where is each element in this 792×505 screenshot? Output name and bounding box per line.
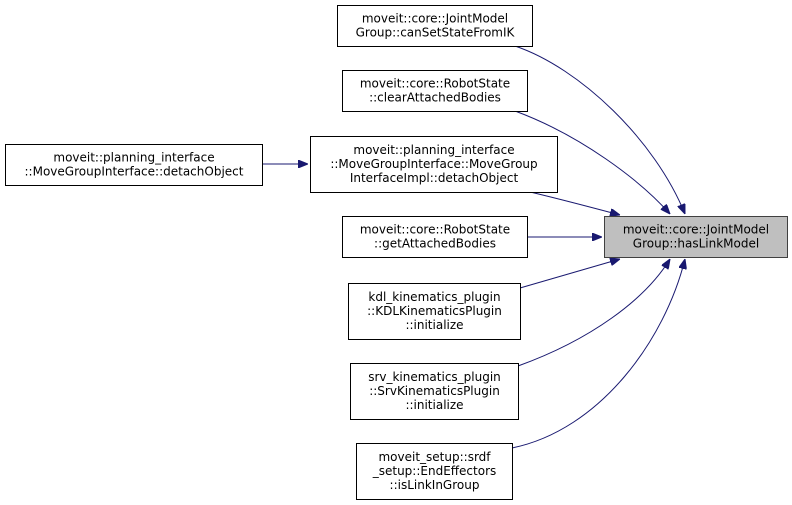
node-label-line: moveit::core::JointModel (623, 223, 769, 237)
node-getAttachedBodies[interactable]: moveit::core::RobotState::getAttachedBod… (342, 216, 528, 258)
node-label-line: moveit::core::RobotState (360, 77, 510, 91)
node-label-line: Group::canSetStateFromIK (356, 26, 516, 40)
node-label-line: moveit::planning_interface (53, 151, 214, 165)
node-label-line: kdl_kinematics_plugin (368, 290, 500, 304)
node-label-line: Group::hasLinkModel (633, 237, 759, 251)
edge-kdlInitialize-to-hasLinkModel (519, 259, 620, 289)
node-label-line: _setup::EndEffectors (372, 464, 497, 478)
node-label-line: ::clearAttachedBodies (369, 91, 501, 105)
edges-layer (262, 45, 685, 449)
node-label-line: ::KDLKinematicsPlugin (367, 304, 502, 318)
edge-clearAttachedBodies-to-hasLinkModel (514, 110, 670, 214)
node-label-line: moveit_setup::srdf (378, 450, 491, 464)
node-clearAttachedBodies[interactable]: moveit::core::RobotState::clearAttachedB… (342, 70, 528, 112)
node-kdlInitialize[interactable]: kdl_kinematics_plugin::KDLKinematicsPlug… (348, 283, 521, 340)
node-box[interactable] (337, 5, 533, 47)
node-box[interactable] (356, 443, 513, 500)
node-label-line: ::initialize (405, 398, 463, 412)
node-mgiDetachObject[interactable]: moveit::planning_interface::MoveGroupInt… (5, 144, 263, 186)
node-label-line: srv_kinematics_plugin (368, 370, 501, 384)
node-isLinkInGroup[interactable]: moveit_setup::srdf_setup::EndEffectors::… (356, 443, 513, 500)
node-box[interactable] (342, 70, 528, 112)
edge-isLinkInGroup-to-hasLinkModel (511, 259, 685, 449)
node-label-line: moveit::core::RobotState (360, 223, 510, 237)
node-label-line: InterfaceImpl::detachObject (350, 171, 519, 185)
node-label-line: ::isLinkInGroup (390, 478, 480, 492)
edge-implDetachObject-to-hasLinkModel (529, 191, 620, 215)
node-implDetachObject[interactable]: moveit::planning_interface::MoveGroupInt… (310, 136, 558, 193)
nodes-layer: moveit::core::JointModelGroup::hasLinkMo… (5, 5, 788, 500)
node-canSetStateFromIK[interactable]: moveit::core::JointModelGroup::canSetSta… (337, 5, 533, 47)
node-label-line: ::initialize (405, 318, 463, 332)
node-box[interactable] (342, 216, 528, 258)
node-hasLinkModel[interactable]: moveit::core::JointModelGroup::hasLinkMo… (604, 216, 788, 258)
node-box[interactable] (5, 144, 263, 186)
node-box[interactable] (310, 136, 558, 193)
node-box[interactable] (348, 283, 521, 340)
node-label-line: ::MoveGroupInterface::detachObject (25, 165, 244, 179)
node-label-line: ::MoveGroupInterface::MoveGroup (330, 157, 537, 171)
edge-canSetStateFromIK-to-hasLinkModel (514, 45, 685, 214)
node-label-line: ::SrvKinematicsPlugin (369, 384, 500, 398)
node-label-line: moveit::planning_interface (353, 143, 514, 157)
node-srvInitialize[interactable]: srv_kinematics_plugin::SrvKinematicsPlug… (350, 363, 519, 420)
focus-node-box[interactable] (604, 216, 788, 258)
node-box[interactable] (350, 363, 519, 420)
node-label-line: ::getAttachedBodies (374, 237, 496, 251)
node-label-line: moveit::core::JointModel (362, 12, 508, 26)
edge-srvInitialize-to-hasLinkModel (517, 259, 670, 367)
